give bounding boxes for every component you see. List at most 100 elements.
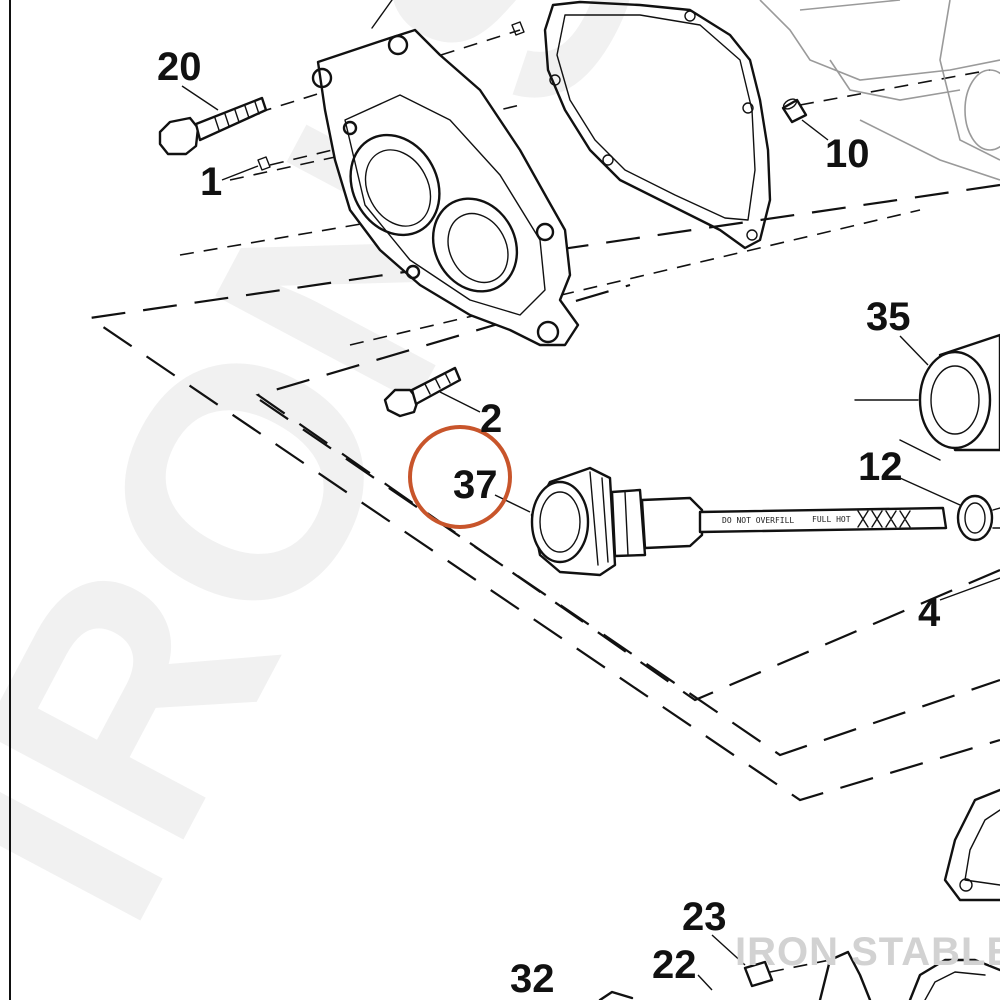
lower-gasket	[908, 958, 1000, 1002]
gasket-inner	[556, 14, 756, 221]
gasket-outer	[543, 0, 772, 250]
part-label-35: 35	[866, 295, 911, 339]
cover-bolt-hole-2	[387, 34, 409, 56]
gasket-hole-1	[684, 10, 696, 22]
dipstick-cap-knurl	[589, 471, 609, 566]
leader-35	[899, 335, 929, 366]
part-labels: 20 1 10 35 2 37 12 4 23 22 32	[157, 45, 941, 1001]
leader-4	[939, 577, 1000, 601]
o-ring-12	[956, 494, 1000, 542]
leader-1	[221, 165, 259, 181]
bearing-bore-lower-inner	[447, 212, 509, 284]
bolt-20-head	[158, 116, 200, 156]
part-label-4: 4	[918, 591, 941, 635]
dipstick-collar-groove	[624, 491, 629, 556]
leader-12	[899, 477, 961, 506]
part-label-2: 2	[480, 397, 502, 441]
part-label-32: 32	[510, 957, 555, 1000]
part-label-37: 37	[453, 463, 498, 507]
gasket-hole-3	[746, 229, 758, 241]
bearing-bore-upper	[349, 133, 441, 237]
part-label-23: 23	[682, 895, 727, 939]
housing-edge-1	[759, 0, 1000, 81]
shift-parts	[598, 950, 872, 1002]
part-22-fork	[818, 950, 872, 1002]
bolt-2-head	[383, 388, 420, 418]
dowel-pin-10	[781, 98, 808, 124]
cover-bolt-hole-4	[535, 222, 555, 242]
dipstick-crosshatch	[857, 510, 911, 528]
part-label-22: 22	[652, 943, 697, 987]
lower-case-outer	[943, 788, 1000, 902]
o-ring-12-inner	[964, 502, 986, 534]
leader-lines	[181, 85, 1000, 991]
dipstick-cap-face-inner	[539, 491, 581, 553]
crankcase-cover	[311, 0, 580, 347]
dashed-guide-5	[229, 144, 391, 181]
cover-bolt-hole-1	[311, 67, 333, 89]
dowel-pin-top	[511, 21, 525, 36]
cover-body	[316, 28, 580, 347]
part-23-guide	[769, 957, 841, 973]
part-label-12: 12	[858, 445, 903, 489]
bearing-bore-lower	[431, 197, 519, 293]
bolt-20-threads	[214, 101, 260, 131]
dipstick-37: DO NOT OVERFILL FULL HOT	[530, 466, 948, 577]
transmission-housing	[759, 0, 1000, 181]
part-label-20: 20	[157, 45, 202, 89]
bolt-2-threads	[424, 372, 451, 395]
dipstick-plug	[640, 496, 704, 550]
lower-case-hole	[959, 878, 973, 892]
bolt-2-shank	[410, 366, 462, 406]
part-label-1: 1	[200, 160, 222, 204]
cover-inner-rim	[344, 94, 546, 316]
o-ring-12-tail	[992, 507, 1000, 529]
dipstick-collar	[610, 488, 647, 558]
dashed-guide-6	[799, 69, 991, 106]
o-ring-12-outer	[956, 494, 994, 542]
leader-23	[711, 934, 746, 966]
leader-10	[801, 119, 829, 141]
lower-case-inner	[964, 809, 1000, 886]
gasket-hole-4	[602, 154, 614, 166]
bolt-20	[158, 96, 268, 156]
part-label-10: 10	[825, 132, 870, 176]
bearing-35	[854, 333, 1000, 461]
part-32	[598, 990, 634, 1002]
housing-bore	[964, 69, 1000, 151]
leader-2	[439, 391, 481, 413]
dipstick-marking-full-hot: FULL HOT	[812, 515, 851, 524]
highlight-circle-37	[408, 425, 512, 529]
dipstick-blade	[698, 506, 948, 534]
dipstick-cap-face	[530, 480, 590, 564]
cover-bolt-hole-5	[342, 120, 358, 136]
bolt-20-shank	[194, 96, 268, 142]
cover-bolt-hole-3	[536, 320, 560, 344]
bearing-35-inner	[930, 365, 980, 435]
leader-22	[697, 974, 713, 991]
dashed-guide-2	[349, 209, 921, 346]
cover-leader-top	[371, 0, 393, 29]
outer-dashed-outline	[87, 183, 1000, 802]
gasket-hole-5	[549, 74, 561, 86]
bearing-bore-upper-inner	[364, 149, 432, 227]
housing-edge-5	[859, 119, 1000, 181]
lower-case	[908, 788, 1000, 1002]
housing-edge-4	[939, 0, 1000, 161]
lower-gasket-inner	[924, 971, 986, 1001]
leader-37	[494, 494, 531, 513]
dowel-pins	[257, 21, 808, 171]
part-23-pin	[743, 960, 774, 988]
bearing-35-guides	[854, 399, 941, 461]
housing-edge-2	[799, 0, 901, 11]
housing-edge-3	[829, 59, 961, 101]
dipstick-marking-overfill: DO NOT OVERFILL	[722, 516, 794, 525]
cover-bolt-hole-6	[405, 264, 421, 280]
brand-logo-text: IRON STABLE	[735, 930, 1000, 974]
gasket	[543, 0, 772, 250]
leader-20	[181, 85, 219, 111]
bolt-2	[383, 366, 462, 418]
dowel-pin-1	[257, 156, 271, 171]
